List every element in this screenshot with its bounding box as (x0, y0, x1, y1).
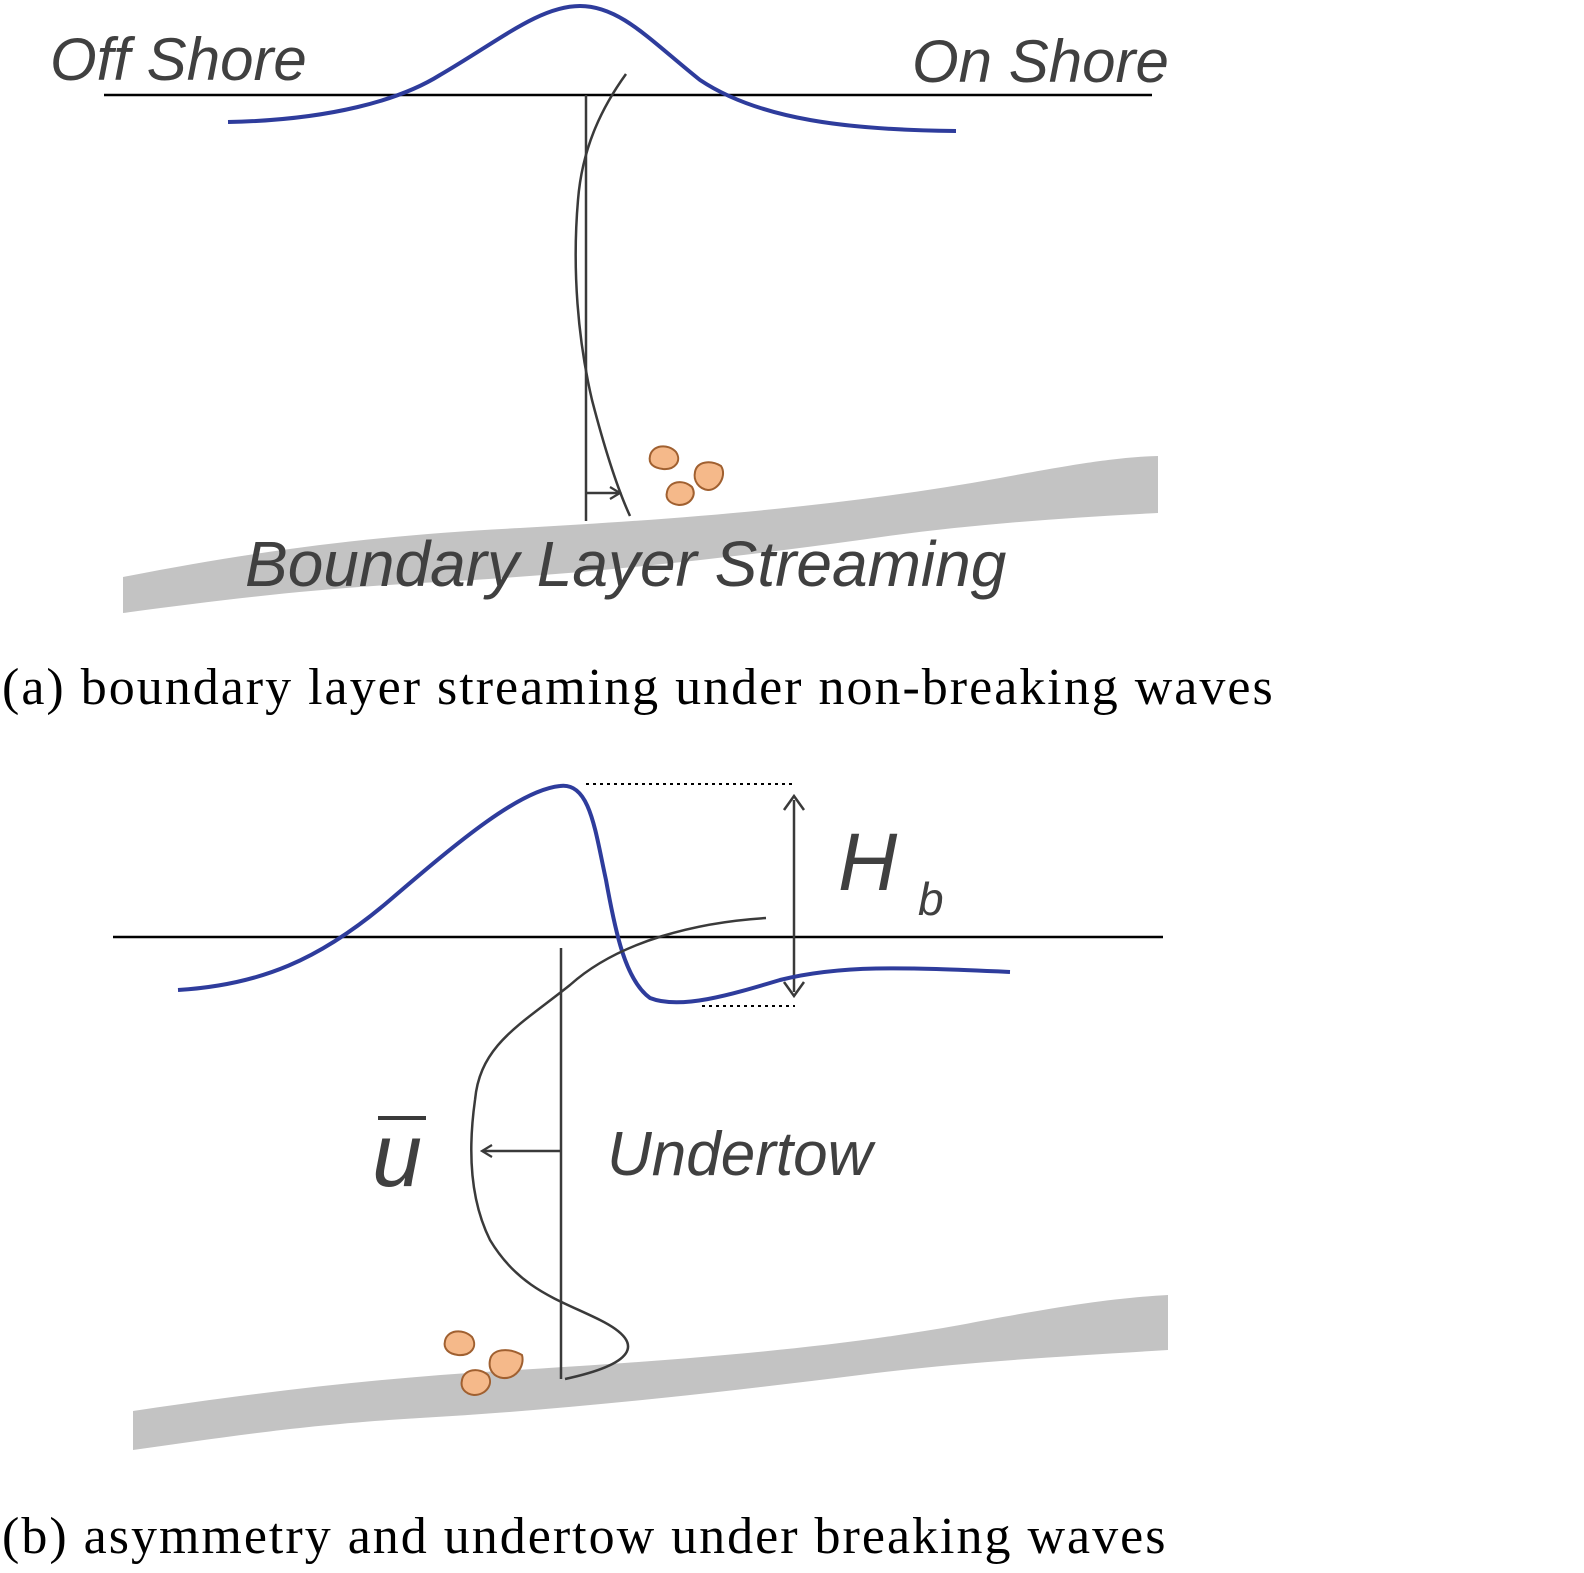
sediment-grains-b (443, 1330, 524, 1397)
mean-velocity-symbol: u (372, 1106, 422, 1206)
seabed-b (133, 1295, 1168, 1450)
wave-height-arrowhead-down (782, 981, 806, 999)
undertow-velocity-profile (470, 916, 767, 1381)
wave-height-arrowhead-up (782, 793, 806, 811)
sediment-grain-icon (460, 1369, 492, 1397)
wave-height-symbol: H (838, 817, 898, 908)
seabed-a (123, 456, 1158, 613)
onshore-label: On Shore (912, 28, 1169, 95)
panel-b: H b u Undertow (b) asymmetry and underto… (2, 783, 1168, 1565)
streaming-velocity-profile (574, 73, 632, 517)
streaming-label: Boundary Layer Streaming (245, 528, 1007, 600)
wave-profile-b (177, 783, 1011, 1005)
sediment-grain-icon (488, 1349, 524, 1380)
caption-a: (a) boundary layer streaming under non-b… (2, 659, 1275, 716)
sediment-grains-a (648, 445, 725, 507)
sediment-grain-icon (693, 461, 725, 492)
panel-a: Off Shore On Shore Boundary Layer Stream… (2, 3, 1275, 716)
sediment-grain-icon (443, 1330, 476, 1357)
sediment-grain-icon (665, 481, 695, 507)
wave-height-subscript: b (918, 873, 944, 925)
sediment-grain-icon (648, 445, 680, 471)
offshore-label: Off Shore (50, 26, 307, 93)
caption-b: (b) asymmetry and undertow under breakin… (2, 1508, 1167, 1565)
undertow-label: Undertow (607, 1120, 877, 1189)
wave-profile-a (227, 3, 957, 133)
